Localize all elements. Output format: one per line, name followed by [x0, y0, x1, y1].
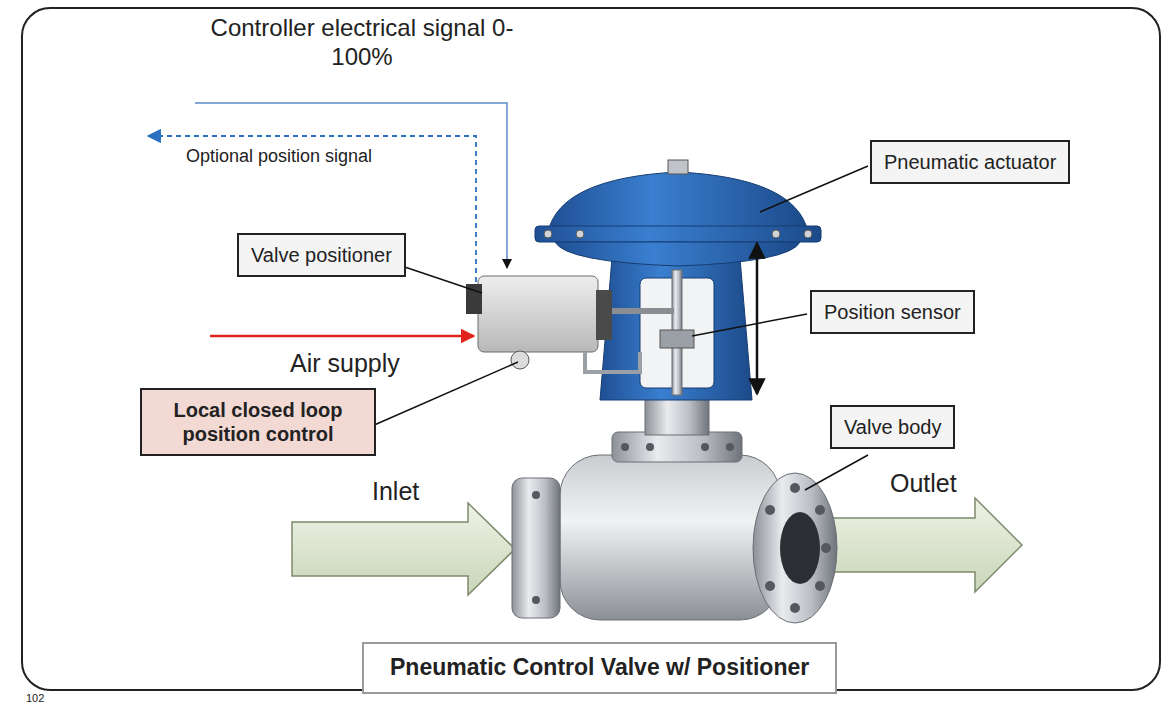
node-text: Position sensor	[824, 300, 961, 324]
flow-label: Inlet	[372, 476, 419, 506]
signal-label: Optional position signal	[186, 146, 372, 168]
positioner-label-box: Valve positioner	[237, 233, 406, 277]
node-text: Pneumatic actuator	[884, 150, 1056, 174]
node-text: Valve positioner	[251, 243, 392, 267]
valve-body-label-box: Valve body	[830, 405, 955, 449]
actuator-label-box: Pneumatic actuator	[870, 140, 1070, 184]
node-text: Local closed loop position control	[154, 398, 362, 446]
title-box: Pneumatic Control Valve w/ Positioner	[362, 642, 837, 694]
signal-label: Controller electrical signal 0-100%	[192, 14, 532, 72]
supply-label: Air supply	[290, 348, 400, 378]
page-number: 102	[26, 692, 44, 705]
control-loop-box: Local closed loop position control	[140, 388, 376, 456]
sensor-label-box: Position sensor	[810, 290, 975, 334]
flow-label: Outlet	[890, 468, 957, 498]
node-text: Pneumatic Control Valve w/ Positioner	[390, 654, 809, 682]
node-text: Valve body	[844, 415, 941, 439]
